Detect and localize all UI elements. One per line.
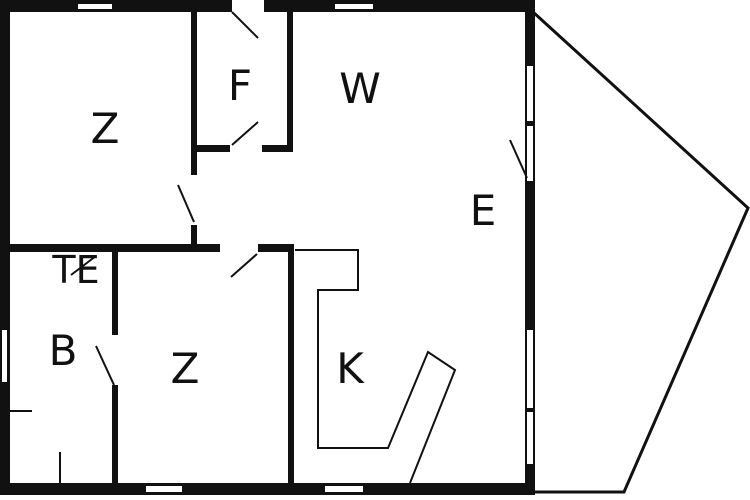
room-label-kitchen: K: [336, 344, 365, 393]
window: [527, 66, 533, 121]
window: [325, 486, 363, 492]
room-label-bathroom: B: [49, 326, 78, 375]
window: [527, 330, 533, 408]
room-labels: Z F W E TE B Z K: [49, 61, 497, 393]
door-opening: [193, 175, 196, 225]
room-label-living: W: [339, 64, 381, 113]
room-label-bedroom-2: Z: [171, 344, 200, 393]
window: [527, 412, 533, 464]
room-label-storage: F: [228, 61, 252, 110]
window: [78, 4, 112, 9]
room-label-toilet: TE: [51, 248, 99, 292]
door-opening: [114, 335, 117, 385]
door-swings: [10, 11, 528, 483]
window: [527, 126, 533, 181]
window: [335, 4, 373, 9]
window: [146, 486, 182, 492]
windows: [2, 0, 533, 492]
walls: [0, 0, 535, 495]
window: [2, 330, 7, 382]
terrace-outline: [531, 10, 750, 494]
kitchen-counter: [295, 249, 457, 484]
room-label-bedroom-1: Z: [91, 104, 120, 153]
room-label-terrace: E: [470, 186, 497, 235]
window: [232, 0, 264, 12]
